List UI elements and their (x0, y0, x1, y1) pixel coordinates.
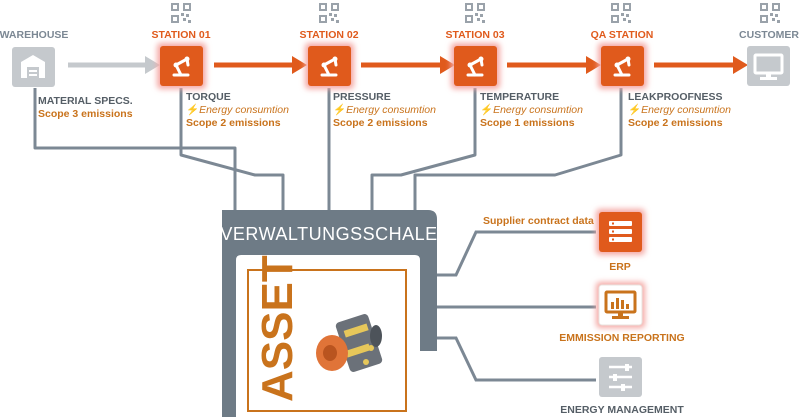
station03-line2-row: ⚡Energy consumtion (480, 103, 583, 116)
qa-line1: LEAKPROOFNESS (628, 91, 723, 103)
station01-line3: Scope 2 emissions (186, 117, 281, 129)
lightning-icon: ⚡ (480, 103, 493, 116)
station02-line1: PRESSURE (333, 91, 391, 103)
server-list-icon (609, 221, 632, 242)
station01-title: STATION 01 (151, 29, 210, 41)
arrow-head (586, 56, 601, 74)
station01-node[interactable] (157, 43, 206, 89)
energy-label: ENERGY MANAGEMENT (560, 404, 684, 416)
erp-label: ERP (609, 261, 631, 273)
qa-connector (413, 88, 623, 212)
arrow-head-gray (145, 56, 160, 74)
asset-box[interactable]: ASSET (247, 255, 407, 412)
station02-line3: Scope 2 emissions (333, 117, 428, 129)
qa-line3: Scope 2 emissions (628, 117, 723, 129)
qr-code-icon (760, 3, 780, 23)
station02-line2: Energy consumtion (346, 104, 436, 116)
pump-icon (316, 314, 383, 372)
station01-line1: TORQUE (186, 91, 231, 103)
warehouse-node[interactable] (12, 47, 55, 87)
station03-line2: Energy consumtion (493, 104, 583, 116)
connector-lines (33, 88, 623, 212)
flow-arrows (68, 56, 748, 74)
lightning-icon: ⚡ (333, 103, 346, 116)
station03-line1: TEMPERATURE (480, 91, 559, 103)
station03-connector (370, 88, 477, 212)
station02-title: STATION 02 (299, 29, 358, 41)
warehouse-title: WAREHOUSE (0, 29, 68, 41)
emission-node[interactable] (596, 282, 645, 328)
energy-connector (437, 336, 596, 382)
qr-code-icon (465, 3, 485, 23)
customer-title: CUSTOMER (739, 29, 799, 41)
customer-node[interactable] (747, 46, 790, 86)
warehouse-line1: MATERIAL SPECS. (38, 95, 133, 107)
arrow-head (440, 56, 455, 74)
station03-line3: Scope 1 emissions (480, 117, 575, 129)
qa-line2: Energy consumtion (641, 104, 731, 116)
station01-line2: Energy consumtion (199, 104, 289, 116)
station02-line2-row: ⚡Energy consumtion (333, 103, 436, 116)
station02-node[interactable] (305, 43, 354, 89)
arrow-head (733, 56, 748, 74)
asset-label: ASSET (253, 255, 302, 402)
station03-title: STATION 03 (445, 29, 504, 41)
erp-note: Supplier contract data (483, 215, 594, 227)
qa-node[interactable] (598, 43, 647, 89)
qa-line2-row: ⚡Energy consumtion (628, 103, 731, 116)
qa-title: QA STATION (591, 29, 654, 41)
arrow-head (292, 56, 307, 74)
station01-connector (179, 88, 285, 212)
system-connectors (437, 230, 596, 382)
lightning-icon: ⚡ (186, 103, 199, 116)
qr-code-icon (171, 3, 191, 23)
warehouse-line2: Scope 3 emissions (38, 108, 133, 120)
energy-node[interactable] (599, 357, 642, 397)
qr-code-icon (611, 3, 631, 23)
qr-code-icon (319, 3, 339, 23)
administration-shell[interactable]: VERWALTUNGSSCHALE (220, 210, 437, 417)
emission-label: EMMISSION REPORTING (559, 332, 684, 344)
station01-line2-row: ⚡Energy consumtion (186, 103, 289, 116)
warehouse-connector (33, 88, 237, 212)
lightning-icon: ⚡ (628, 103, 641, 116)
erp-node[interactable] (596, 209, 645, 255)
erp-connector (437, 230, 596, 277)
shell-title: VERWALTUNGSSCHALE (220, 224, 437, 244)
station03-node[interactable] (451, 43, 500, 89)
